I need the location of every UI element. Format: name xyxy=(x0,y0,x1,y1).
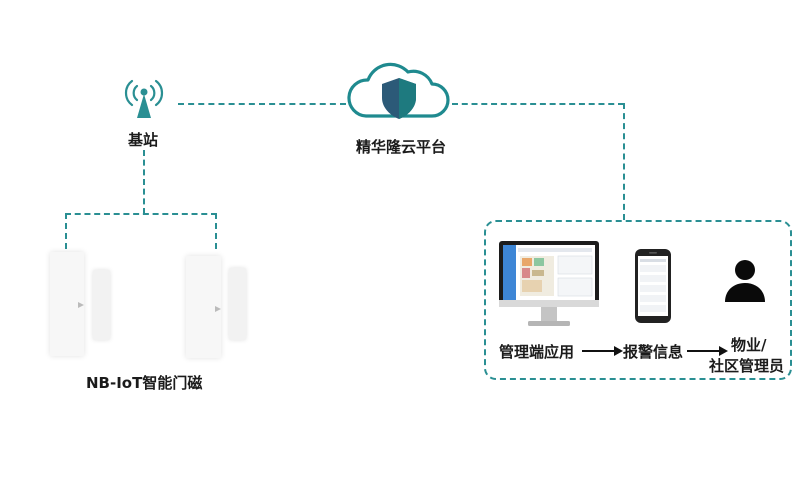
management-panel xyxy=(484,220,792,380)
cloud-platform-label: 精华隆云平台 xyxy=(356,138,447,156)
cloud-shield-icon xyxy=(347,62,450,119)
door-sensor-label: NB-IoT智能门磁 xyxy=(86,374,203,392)
sensor-indicator-icon xyxy=(215,306,221,312)
flow-step-management-app: 管理端应用 xyxy=(499,343,575,361)
connector-sensor-bar xyxy=(65,213,217,215)
flow-arrow-2-head xyxy=(719,346,728,356)
flow-arrow-1-line xyxy=(582,350,616,352)
flow-arrow-1-head xyxy=(614,346,623,356)
flow-step-alarm-info: 报警信息 xyxy=(623,343,684,361)
connector-sensor-right xyxy=(215,213,217,249)
monitor-icon xyxy=(499,241,599,326)
sensor-indicator-icon xyxy=(78,302,84,308)
connector-sensor-left xyxy=(65,213,67,249)
person-icon xyxy=(725,260,765,302)
sensor-magnet xyxy=(229,268,246,340)
antenna-icon xyxy=(124,79,164,118)
sensor-magnet xyxy=(93,270,110,340)
flow-step-property-line1: 物业/ xyxy=(731,336,767,354)
flow-arrow-2-line xyxy=(687,350,721,352)
sensor-body xyxy=(186,256,221,358)
connector-cloud-to-panel xyxy=(623,103,625,220)
sensor-body xyxy=(50,252,84,356)
connector-base-down xyxy=(143,150,145,214)
connector-base-to-cloud xyxy=(178,103,346,105)
flow-step-property-line2: 社区管理员 xyxy=(709,357,785,375)
connector-cloud-right xyxy=(452,103,624,105)
smartphone-icon xyxy=(635,249,671,323)
base-station-label: 基站 xyxy=(128,131,159,149)
